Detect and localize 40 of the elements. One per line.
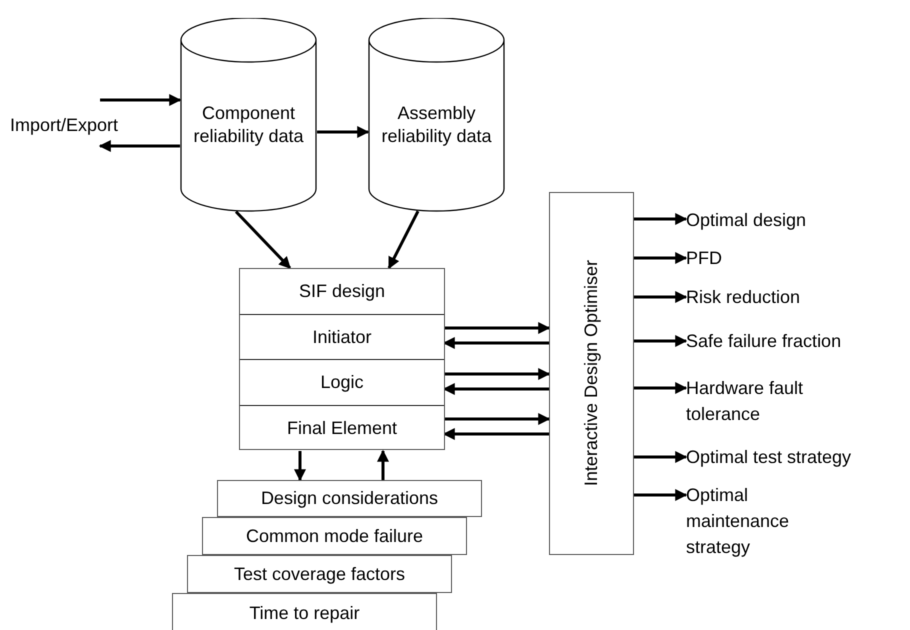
output-label: Hardware fault tolerance (686, 375, 856, 428)
arrow (634, 252, 688, 264)
arrow (634, 451, 688, 463)
arrow (444, 368, 550, 380)
arrow (100, 94, 182, 106)
arrow (444, 413, 550, 425)
output-label: Safe failure fraction (686, 328, 906, 354)
arrow (377, 450, 389, 480)
output-label: Optimal design (686, 207, 906, 234)
process-box: Design considerations (217, 480, 482, 517)
output-label: PFD (686, 245, 906, 272)
arrow (634, 213, 688, 225)
box-title: SIF design (298, 281, 386, 302)
process-box-section: Final Element (240, 405, 444, 451)
output-label: Optimal test strategy (686, 444, 906, 470)
node-label: Assembly reliability data (380, 102, 493, 148)
arrow (634, 335, 688, 347)
process-box (549, 192, 634, 555)
process-box: Test coverage factors (187, 555, 452, 593)
arrow (98, 140, 180, 152)
process-box: Common mode failure (202, 517, 467, 555)
node-label: Component reliability data (192, 102, 305, 148)
arrow (634, 382, 688, 394)
arrow (294, 451, 306, 482)
arrow (444, 322, 550, 334)
output-label: Risk reduction (686, 284, 906, 310)
process-box: Time to repair (172, 593, 437, 630)
process-box (239, 268, 445, 450)
arrow (317, 126, 370, 138)
process-box-section: Logic (240, 359, 444, 405)
vertical-label: Interactive Design Optimiser (581, 260, 602, 487)
arrow (634, 489, 688, 501)
output-label: Optimal maintenance strategy (686, 482, 816, 560)
side-label: Import/Export (10, 112, 118, 138)
database-cylinder (368, 18, 505, 212)
arrow (388, 210, 420, 270)
arrow (234, 210, 292, 270)
arrow (634, 291, 688, 303)
process-box-section: Initiator (240, 314, 444, 359)
database-cylinder (180, 18, 317, 212)
